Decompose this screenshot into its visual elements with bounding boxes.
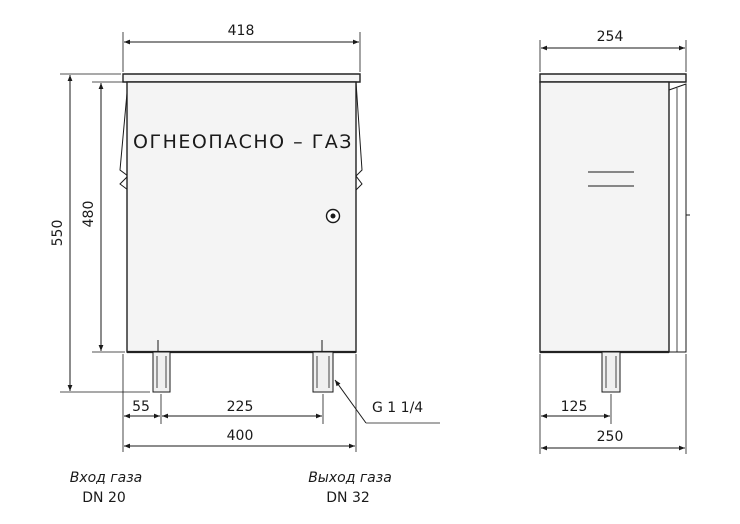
side-back-bracket xyxy=(668,83,687,353)
dim-left-offset-label: 55 xyxy=(132,399,150,415)
front-cabinet-body xyxy=(126,81,357,353)
dim-width-base-label: 400 xyxy=(227,428,254,444)
outlet-caption-title: Выход газа xyxy=(308,470,392,486)
inlet-caption-size: DN 20 xyxy=(82,490,126,506)
dim-depth-base: 250 xyxy=(541,429,685,451)
dim-width-top: 418 xyxy=(122,23,361,72)
dim-depth-top: 254 xyxy=(539,29,687,72)
thread-leader: G 1 1/4 xyxy=(334,379,440,424)
side-cabinet-body xyxy=(539,81,670,353)
side-roof xyxy=(539,73,687,83)
side-pipe xyxy=(601,351,621,393)
inlet-pipe xyxy=(152,351,171,393)
warning-label: ОГНЕОПАСНО – ГАЗ xyxy=(133,131,353,153)
dim-pipe-offset: 125 xyxy=(541,399,610,419)
thread-label: G 1 1/4 xyxy=(372,400,423,416)
lock-icon xyxy=(325,208,341,224)
dim-pipe-spacing-label: 225 xyxy=(227,399,254,415)
dim-height-total-label: 550 xyxy=(50,220,66,247)
side-view: 254 125 250 xyxy=(539,29,690,454)
front-view: ОГНЕОПАСНО – ГАЗ 418 xyxy=(50,23,440,452)
dim-height-total: 550 xyxy=(50,73,150,393)
dim-pipe-offset-label: 125 xyxy=(561,399,588,415)
captions: Вход газа DN 20 Выход газа DN 32 xyxy=(70,470,392,506)
dim-width-top-label: 418 xyxy=(228,23,255,39)
front-bracket-right xyxy=(355,81,363,191)
outlet-pipe xyxy=(312,351,334,393)
dim-pipe-spacing: 225 xyxy=(162,399,322,419)
dim-height-body-label: 480 xyxy=(81,201,97,228)
dim-left-offset: 55 xyxy=(124,399,160,419)
front-roof xyxy=(122,73,361,83)
inlet-caption-title: Вход газа xyxy=(70,470,143,486)
dim-width-base: 400 xyxy=(124,428,355,449)
dim-depth-top-label: 254 xyxy=(597,29,624,45)
outlet-caption-size: DN 32 xyxy=(326,490,370,506)
dim-height-body: 480 xyxy=(81,81,125,353)
dim-depth-base-label: 250 xyxy=(597,429,624,445)
